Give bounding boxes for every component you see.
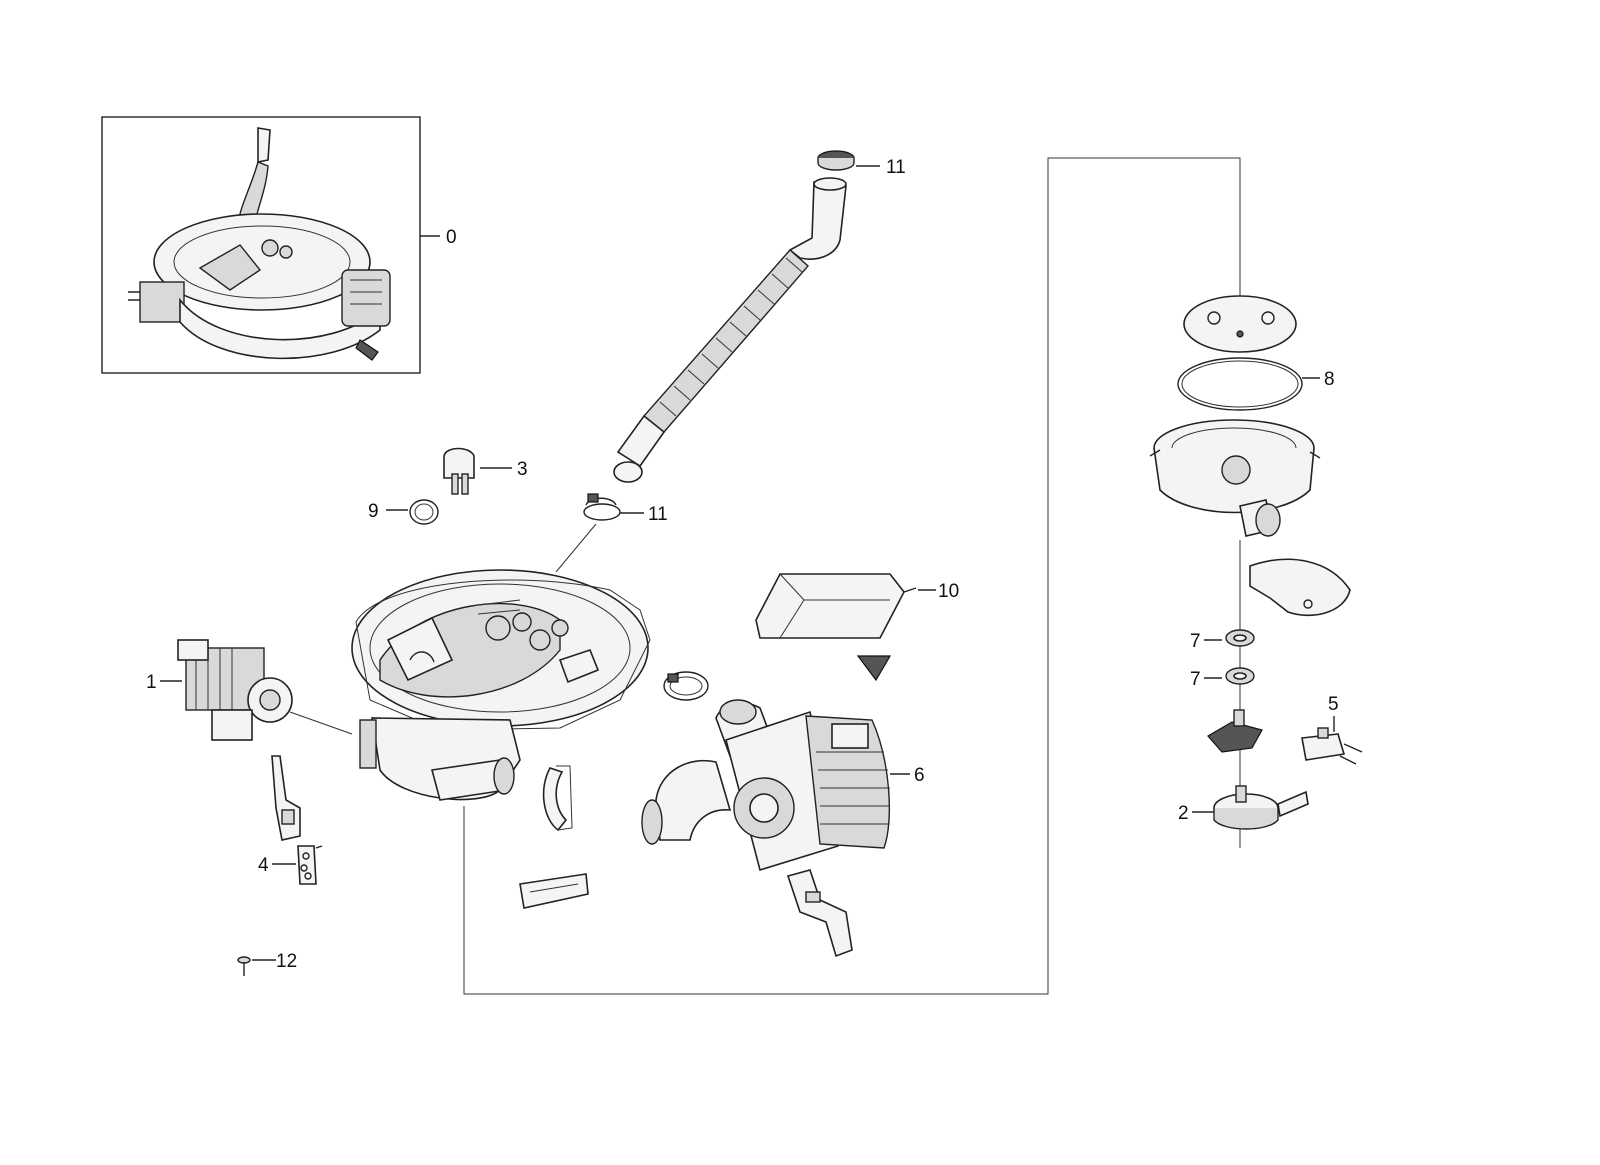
callout-0: 0 [446, 227, 457, 248]
assembly-inset [101, 116, 421, 374]
small-clamp-a [663, 671, 709, 701]
assembly-frame-line [463, 157, 1241, 995]
small-bracket-c [519, 873, 589, 909]
part-10-cover [755, 573, 917, 639]
callout-2: 2 [1178, 803, 1189, 824]
callout-1: 1 [146, 672, 157, 693]
callout-8: 8 [1324, 369, 1335, 390]
callout-7-upper: 7 [1190, 631, 1201, 652]
part-8-disc-and-gasket [1177, 295, 1303, 411]
part-1-drain-motor [177, 639, 293, 741]
heater-connector [786, 869, 853, 958]
callout-5: 5 [1328, 694, 1339, 715]
drain-hose [613, 150, 855, 483]
diverter-housing [1149, 419, 1321, 537]
callout-4: 4 [258, 855, 269, 876]
part-7-bearing-upper [1225, 629, 1255, 647]
callout-6: 6 [914, 765, 925, 786]
callout-11-clamp: 11 [648, 504, 668, 525]
part-12-screw [237, 956, 251, 976]
motor-bracket [271, 755, 301, 841]
part-3-sensor [443, 447, 475, 495]
callout-9: 9 [368, 501, 379, 522]
diverter-cam [1207, 709, 1263, 753]
part-6-heater-pump [641, 699, 891, 872]
sump-housing [351, 569, 651, 801]
part-9-oring [409, 499, 439, 525]
hose-clamp [583, 493, 621, 521]
callout-7-lower: 7 [1190, 669, 1201, 690]
callout-3: 3 [517, 459, 528, 480]
leader-clamp-to-sump [555, 523, 597, 573]
small-wedge-part [856, 655, 892, 682]
leader-motor-to-sump [289, 711, 353, 735]
callout-11-top: 11 [886, 157, 906, 178]
part-4-clip [297, 845, 323, 885]
part-5-switch [1301, 727, 1363, 765]
callout-12: 12 [276, 951, 297, 972]
small-clamp-b [542, 765, 573, 832]
callout-10: 10 [938, 581, 959, 602]
part-7-bearing-lower [1225, 667, 1255, 685]
diverter-seal-plate [1249, 558, 1351, 617]
part-2-diverter-motor [1213, 785, 1309, 830]
